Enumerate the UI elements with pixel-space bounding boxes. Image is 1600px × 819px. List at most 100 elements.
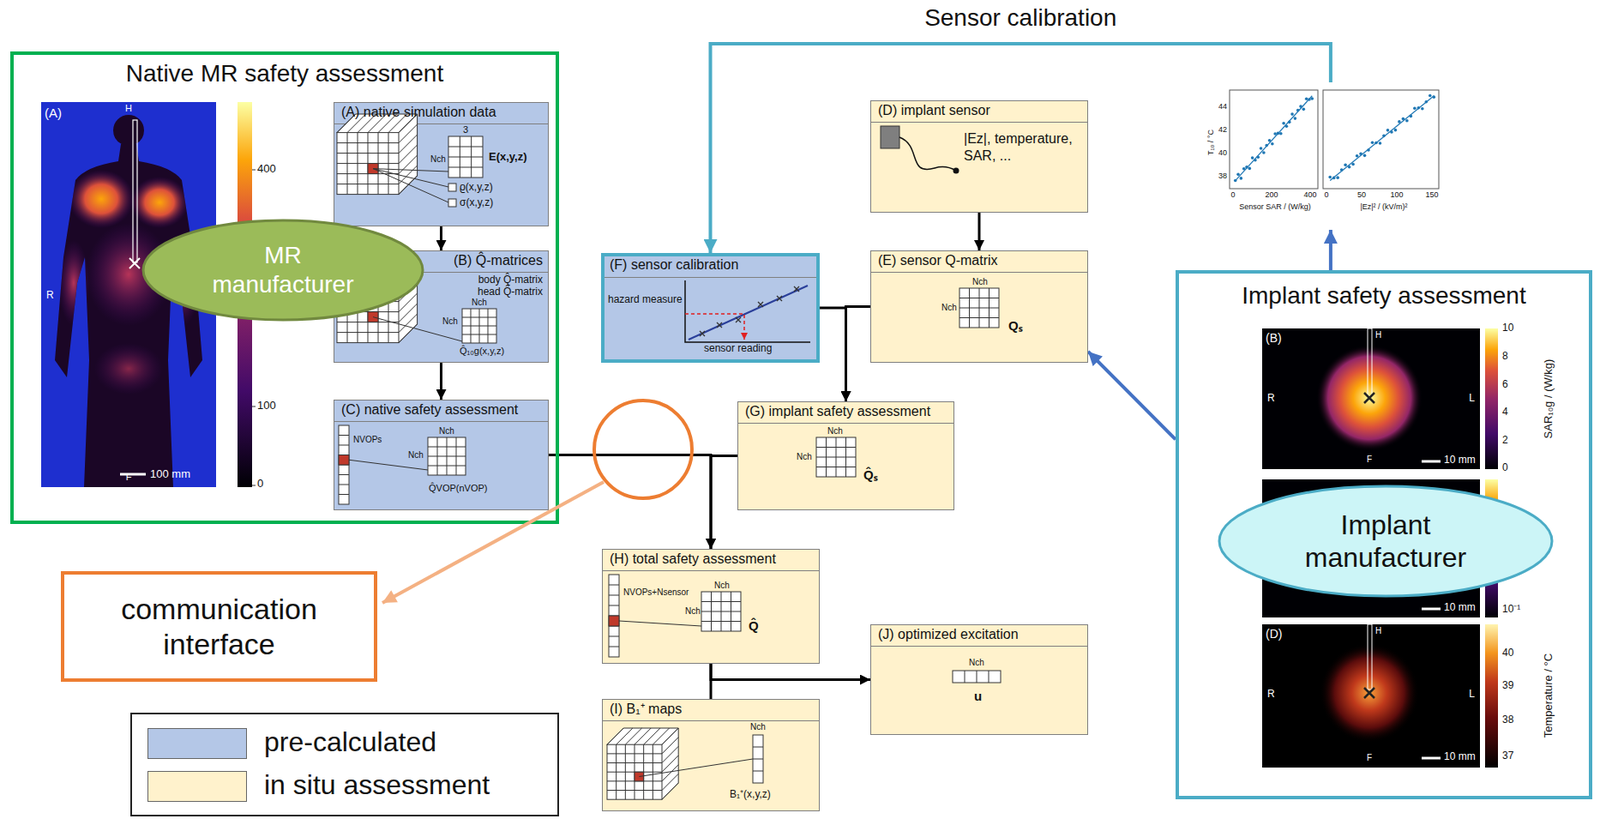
grid-line — [448, 146, 483, 148]
legend-text: in situ assessment — [264, 769, 490, 801]
axis-label: 0 — [1323, 190, 1329, 199]
node-text: E(x,y,z) — [488, 150, 528, 164]
axis-label: 0 — [1502, 462, 1509, 475]
connector — [710, 456, 738, 550]
matrix-grids — [336, 94, 1436, 800]
grid-line — [661, 773, 679, 790]
node-title: Implant safety assessment — [1178, 282, 1589, 310]
axis-label: 10 mm — [1443, 454, 1476, 467]
grid-line — [661, 727, 679, 745]
data-point — [1307, 97, 1312, 102]
axis-label: 40 — [1502, 647, 1514, 660]
grid-line — [338, 434, 349, 436]
axis-label: (D) — [1265, 626, 1282, 641]
title-rule — [602, 720, 819, 722]
grid-line — [607, 789, 662, 791]
grid-line — [661, 737, 679, 754]
data-point — [1340, 168, 1344, 172]
data-point — [1299, 104, 1303, 109]
node-text: Q̂VOP(nVOP) — [428, 482, 488, 494]
grid-line — [959, 297, 999, 299]
axis-label: H — [125, 102, 133, 115]
axis-label: 150 — [1425, 190, 1438, 199]
data-point — [1328, 175, 1332, 180]
grid-line — [372, 168, 449, 187]
grid-line — [634, 727, 651, 745]
grid-line — [959, 307, 999, 309]
node-text: Nch — [827, 426, 843, 437]
grid-line — [388, 262, 408, 282]
connector — [709, 663, 713, 699]
node-text: head Q̂-matrix — [477, 286, 543, 299]
grid-line — [336, 300, 399, 302]
grid-cell — [448, 136, 483, 178]
axis-label: Temperature / °C — [1542, 653, 1556, 738]
axis-label: R — [1267, 688, 1276, 701]
cube-outline — [336, 114, 418, 195]
grid-line — [378, 262, 397, 282]
grid-cell — [448, 198, 457, 207]
data-point — [1409, 114, 1414, 119]
node-title: (E) sensor Q-matrix — [878, 252, 999, 269]
grid-line — [398, 303, 418, 323]
node-title: (A) native simulation data — [341, 104, 497, 121]
node-text: sensor reading — [703, 342, 772, 355]
node-text: ϱ(x,y,z) — [459, 181, 494, 194]
grid-line — [661, 727, 679, 745]
grid-line — [752, 746, 764, 748]
connector — [819, 307, 847, 402]
grid-line — [398, 262, 418, 282]
heatmap-panels — [1262, 328, 1498, 768]
node-title: Native MR safety assessment — [13, 60, 556, 88]
grid-line — [398, 124, 418, 144]
title-rule — [871, 121, 1088, 123]
grid-line — [1329, 96, 1434, 181]
node-text: Nch — [471, 297, 488, 308]
grid-line — [701, 611, 741, 613]
node-title: (I) B₁⁺ maps — [609, 701, 682, 717]
node-title: MR manufacturer — [141, 218, 425, 322]
grid-cell — [336, 281, 399, 343]
data-point — [1347, 165, 1352, 169]
node-text: B₁⁺(x,y,z) — [729, 788, 771, 801]
legend-swatch — [147, 770, 247, 802]
node-text: |Ez|² / (kV/m)² — [1359, 202, 1408, 211]
grid-line — [336, 152, 399, 154]
node-text: Nch — [439, 426, 455, 437]
node-title: Implant manufacturer — [1217, 484, 1554, 598]
grid-cell — [701, 591, 741, 632]
data-point — [1290, 112, 1294, 116]
title-rule — [334, 421, 548, 422]
data-point — [1259, 146, 1264, 151]
title-rule — [738, 422, 954, 424]
grid-line — [427, 456, 466, 458]
node-text: Nch — [430, 154, 446, 165]
data-point — [1351, 162, 1355, 167]
node-title: (G) implant safety assessment — [745, 403, 931, 420]
grid-line — [701, 601, 741, 602]
axis-label: 10 mm — [1443, 751, 1476, 764]
node-title: T₁₀ / °C — [1206, 129, 1216, 156]
grid-line — [608, 595, 620, 596]
connector — [439, 226, 443, 251]
data-point — [1253, 158, 1258, 163]
data-point — [1332, 176, 1336, 181]
node-text: NVOPs — [353, 434, 382, 446]
node-text: Q̂ₛ — [863, 467, 879, 482]
node-text: Nch — [972, 276, 988, 288]
node-title: (J) optimized excitation — [878, 626, 1019, 643]
grid-cell — [752, 734, 764, 783]
grid-line — [398, 134, 418, 154]
data-point — [1343, 163, 1348, 168]
node-text: Nch — [968, 657, 985, 668]
grid-line — [347, 262, 367, 282]
grid-cell — [427, 437, 466, 476]
grid-line — [462, 325, 497, 327]
axis-label: 38 — [1502, 714, 1514, 727]
node-text: NVOPs+Nsensor — [623, 587, 689, 598]
cube-outline — [336, 262, 418, 343]
data-point — [1279, 132, 1283, 136]
connector — [710, 663, 871, 680]
grid-line — [398, 272, 418, 292]
connector — [1329, 229, 1333, 271]
